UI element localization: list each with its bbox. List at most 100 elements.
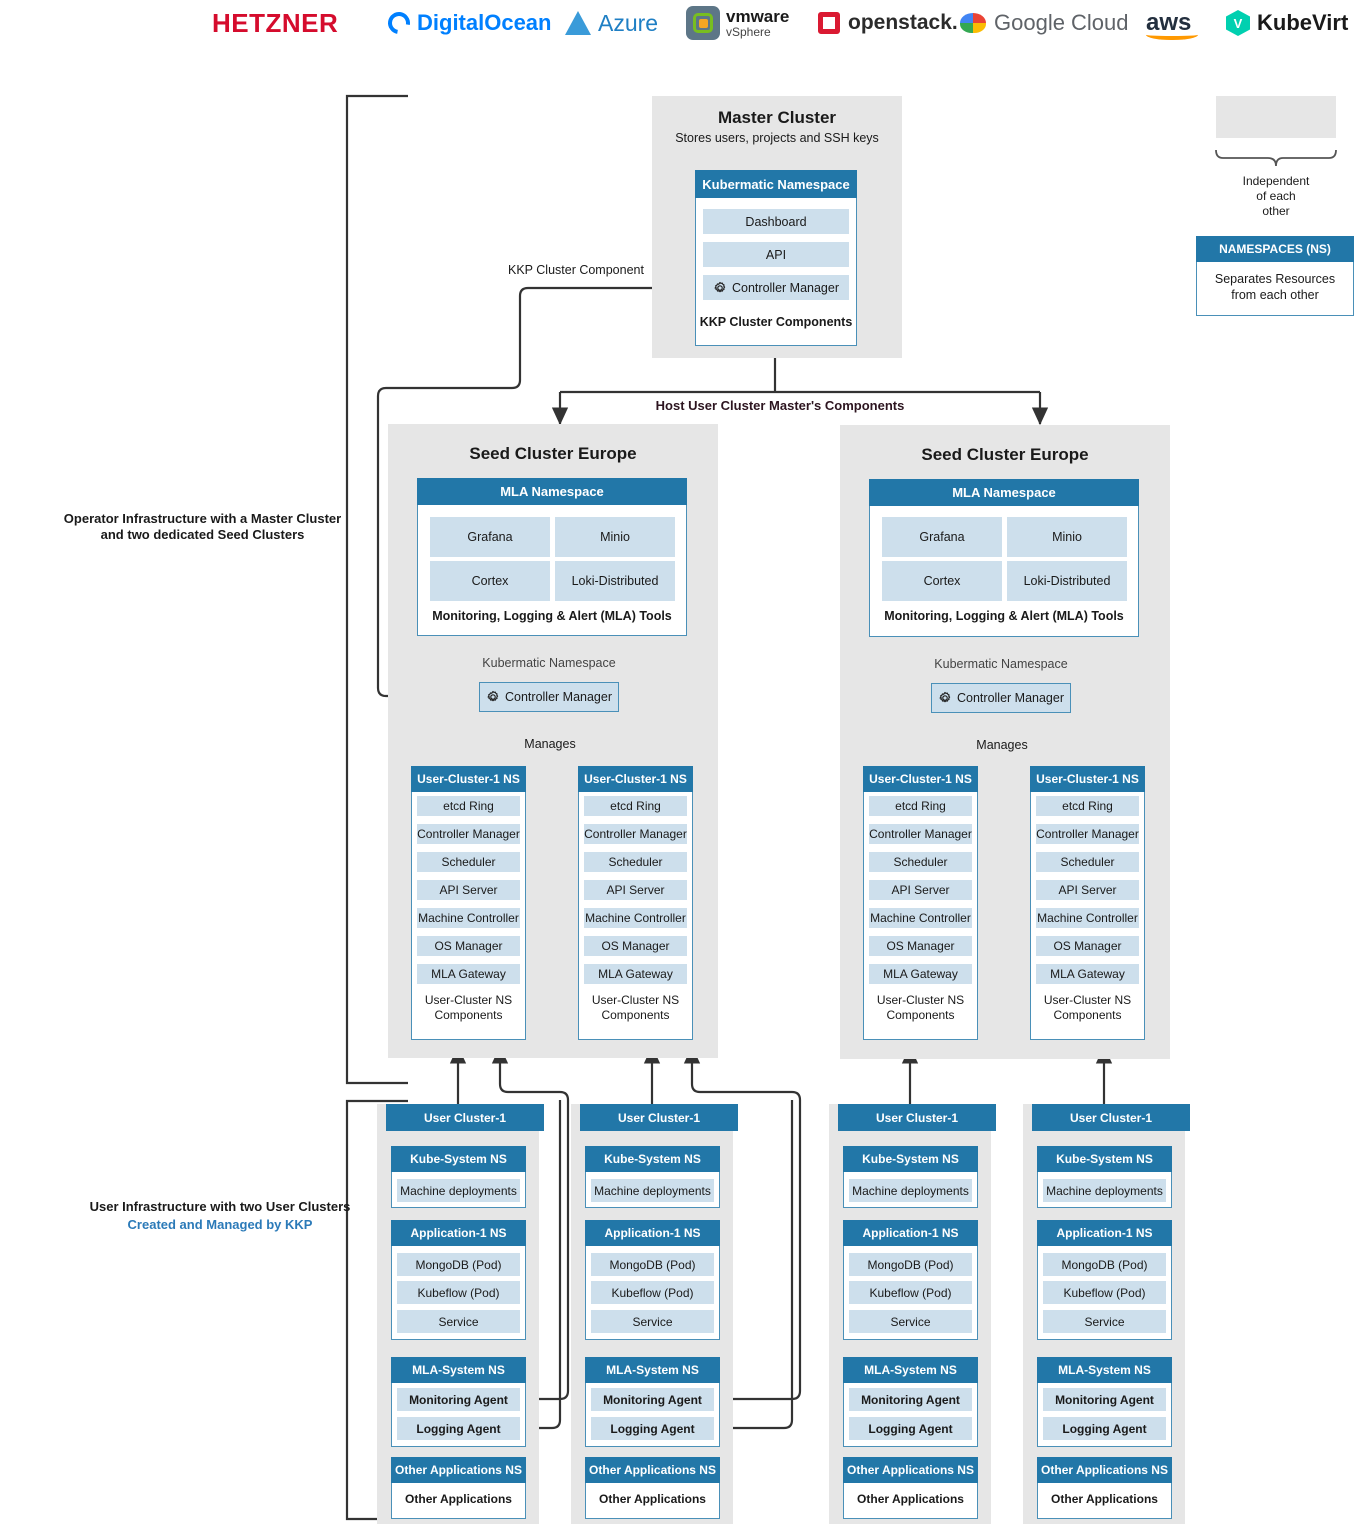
vmware-icon (686, 6, 720, 40)
uc2-monitoring-agent[interactable]: Monitoring Agent (591, 1388, 714, 1411)
seed-1-ns-a-api-server[interactable]: API Server (417, 880, 520, 900)
seed-1-mla-tool-cortex[interactable]: Cortex (430, 561, 550, 601)
gear-icon (714, 281, 726, 292)
google-cloud-logo: Google Cloud (960, 0, 1128, 46)
google-label: Google (994, 10, 1065, 35)
seed-1-mla-footer: Monitoring, Logging & Alert (MLA) Tools (432, 609, 672, 624)
azure-logo: Azure (565, 0, 658, 46)
uc2-service[interactable]: Service (591, 1310, 714, 1333)
seed-1-ns-b-machine-controller[interactable]: Machine Controller (584, 908, 687, 928)
uc3-mongodb-pod[interactable]: MongoDB (Pod) (849, 1253, 972, 1276)
seed-1-controller-manager-label: Controller Manager (505, 690, 612, 704)
seed-2-ns-b-etcd-ring[interactable]: etcd Ring (1036, 796, 1139, 816)
seed-2-ns-a-etcd-ring[interactable]: etcd Ring (869, 796, 972, 816)
seed-1-ns-a-etcd-ring[interactable]: etcd Ring (417, 796, 520, 816)
master-component-controller-manager[interactable]: Controller Manager (703, 275, 849, 300)
uc4-other-applications-item[interactable]: Other Applications (1051, 1492, 1158, 1506)
seed-1-mla-namespace-header: MLA Namespace (417, 478, 687, 505)
uc4-monitoring-agent[interactable]: Monitoring Agent (1043, 1388, 1166, 1411)
uc2-other-applications-item[interactable]: Other Applications (599, 1492, 706, 1506)
uc4-logging-agent[interactable]: Logging Agent (1043, 1417, 1166, 1440)
seed-2-mla-tool-grafana[interactable]: Grafana (882, 517, 1002, 557)
seed-1-ns-b-controller-manager[interactable]: Controller Manager (584, 824, 687, 844)
seed-2-ns-a-scheduler[interactable]: Scheduler (869, 852, 972, 872)
uc4-mongodb-pod[interactable]: MongoDB (Pod) (1043, 1253, 1166, 1276)
seed-1-ns-a-controller-manager[interactable]: Controller Manager (417, 824, 520, 844)
uc4-mla-system-header: MLA-System NS (1037, 1357, 1172, 1383)
seed-1-ns-b-mla-gateway[interactable]: MLA Gateway (584, 964, 687, 984)
seed-1-ns-a-scheduler[interactable]: Scheduler (417, 852, 520, 872)
seed-2-mla-namespace-header: MLA Namespace (869, 479, 1139, 506)
seed-2-ns-a-os-manager[interactable]: OS Manager (869, 936, 972, 956)
seed-2-ns-b-scheduler[interactable]: Scheduler (1036, 852, 1139, 872)
master-cluster-subtitle: Stores users, projects and SSH keys (675, 131, 879, 146)
uc3-logging-agent[interactable]: Logging Agent (849, 1417, 972, 1440)
kkp-cluster-component-edge-label: KKP Cluster Component (508, 263, 644, 278)
seed-1-ns-b-api-server[interactable]: API Server (584, 880, 687, 900)
seed-2-ns-b-machine-controller[interactable]: Machine Controller (1036, 908, 1139, 928)
seed-2-mla-tool-minio[interactable]: Minio (1007, 517, 1127, 557)
legend-namespaces-body: Separates Resources from each other (1214, 272, 1336, 302)
master-kubermatic-namespace-header: Kubermatic Namespace (695, 170, 857, 198)
uc3-machine-deployments[interactable]: Machine deployments (849, 1179, 972, 1202)
seed-2-ns-a-mla-gateway[interactable]: MLA Gateway (869, 964, 972, 984)
uc3-service[interactable]: Service (849, 1310, 972, 1333)
seed-1-mla-tool-grafana[interactable]: Grafana (430, 517, 550, 557)
host-master-components-edge-label: Host User Cluster Master's Components (655, 397, 905, 413)
uc4-machine-deployments[interactable]: Machine deployments (1043, 1179, 1166, 1202)
seed-2-controller-manager-label: Controller Manager (957, 691, 1064, 705)
uc4-kubeflow-pod[interactable]: Kubeflow (Pod) (1043, 1281, 1166, 1304)
seed-2-ns-a-api-server[interactable]: API Server (869, 880, 972, 900)
uc1-kubeflow-pod[interactable]: Kubeflow (Pod) (397, 1281, 520, 1304)
seed-2-ns-b-api-server[interactable]: API Server (1036, 880, 1139, 900)
uc1-kube-system-header: Kube-System NS (391, 1146, 526, 1172)
aws-smile-icon (1146, 29, 1198, 40)
seed-2-controller-manager[interactable]: Controller Manager (931, 683, 1071, 713)
seed-2-ns-b-controller-manager[interactable]: Controller Manager (1036, 824, 1139, 844)
seed-1-kubermatic-namespace-label: Kubermatic Namespace (482, 656, 616, 671)
uc1-mongodb-pod[interactable]: MongoDB (Pod) (397, 1253, 520, 1276)
uc2-machine-deployments[interactable]: Machine deployments (591, 1179, 714, 1202)
seed-1-user-cluster-ns-b-header: User-Cluster-1 NS (578, 766, 693, 792)
uc2-mongodb-pod[interactable]: MongoDB (Pod) (591, 1253, 714, 1276)
vsphere-label: vSphere (726, 24, 771, 39)
uc3-monitoring-agent[interactable]: Monitoring Agent (849, 1388, 972, 1411)
gear-icon (487, 690, 499, 702)
seed-1-ns-b-etcd-ring[interactable]: etcd Ring (584, 796, 687, 816)
uc3-kubeflow-pod[interactable]: Kubeflow (Pod) (849, 1281, 972, 1304)
master-component-dashboard[interactable]: Dashboard (703, 209, 849, 234)
seed-2-mla-tool-loki-distributed[interactable]: Loki-Distributed (1007, 561, 1127, 601)
master-component-api[interactable]: API (703, 242, 849, 267)
uc1-logging-agent[interactable]: Logging Agent (397, 1417, 520, 1440)
uc2-kubeflow-pod[interactable]: Kubeflow (Pod) (591, 1281, 714, 1304)
operator-infrastructure-label: Operator Infrastructure with a Master Cl… (63, 510, 342, 542)
uc1-machine-deployments[interactable]: Machine deployments (397, 1179, 520, 1202)
azure-icon (565, 11, 591, 35)
seed-1-ns-a-os-manager[interactable]: OS Manager (417, 936, 520, 956)
kubevirt-label: KubeVirt (1257, 10, 1349, 35)
seed-2-mla-tool-cortex[interactable]: Cortex (882, 561, 1002, 601)
seed-1-ns-b-scheduler[interactable]: Scheduler (584, 852, 687, 872)
openstack-logo: openstack. (818, 0, 958, 46)
seed-2-ns-a-controller-manager[interactable]: Controller Manager (869, 824, 972, 844)
seed-2-ns-b-os-manager[interactable]: OS Manager (1036, 936, 1139, 956)
uc3-other-applications-item[interactable]: Other Applications (857, 1492, 964, 1506)
seed-2-ns-a-machine-controller[interactable]: Machine Controller (869, 908, 972, 928)
uc2-logging-agent[interactable]: Logging Agent (591, 1417, 714, 1440)
seed-1-ns-a-machine-controller[interactable]: Machine Controller (417, 908, 520, 928)
uc2-mla-system-header: MLA-System NS (585, 1357, 720, 1383)
seed-1-mla-tool-loki-distributed[interactable]: Loki-Distributed (555, 561, 675, 601)
seed-1-controller-manager[interactable]: Controller Manager (479, 682, 619, 712)
uc1-monitoring-agent[interactable]: Monitoring Agent (397, 1388, 520, 1411)
seed-1-mla-tool-minio[interactable]: Minio (555, 517, 675, 557)
uc1-service[interactable]: Service (397, 1310, 520, 1333)
cloud-provider-logo-bar: HETZNER DigitalOcean Azure vmware vSpher… (0, 0, 1356, 46)
seed-1-ns-b-os-manager[interactable]: OS Manager (584, 936, 687, 956)
seed-2-ns-b-mla-gateway[interactable]: MLA Gateway (1036, 964, 1139, 984)
uc1-mla-system-header: MLA-System NS (391, 1357, 526, 1383)
seed-1-ns-a-mla-gateway[interactable]: MLA Gateway (417, 964, 520, 984)
seed-cluster-2-title: Seed Cluster Europe (921, 445, 1089, 465)
seed-1-ns-b-footer: User-Cluster NS Components (591, 993, 680, 1022)
uc4-service[interactable]: Service (1043, 1310, 1166, 1333)
uc1-other-applications-item[interactable]: Other Applications (405, 1492, 512, 1506)
